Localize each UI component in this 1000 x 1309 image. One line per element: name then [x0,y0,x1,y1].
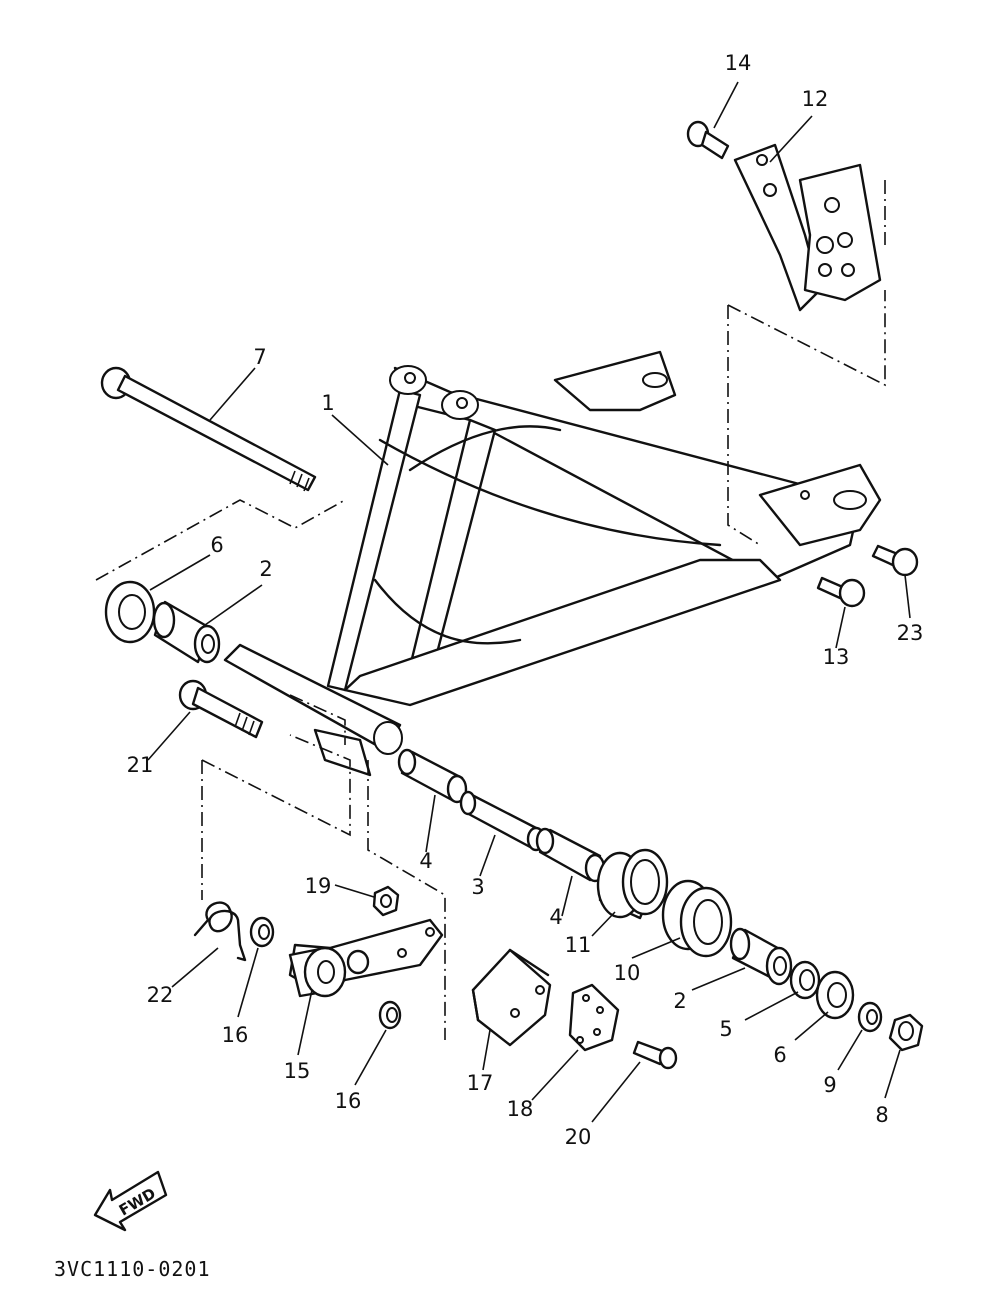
callout-18: 18 [507,1097,534,1121]
callout-13: 13 [823,645,850,669]
callout-5: 5 [719,1017,732,1041]
spacer-4-lower [535,827,606,883]
callout-23: 23 [897,621,924,645]
washer-5 [789,960,821,1000]
nut-8 [888,1013,924,1052]
plate-18 [568,983,620,1052]
callout-19: 19 [305,874,332,898]
callout-17: 17 [467,1071,494,1095]
bearing-6-right [815,970,855,1020]
spacer-4-upper [397,748,468,804]
callout-8: 8 [875,1103,888,1127]
bolt-14 [686,120,730,160]
bearing-6-left [104,580,156,644]
callout-labels: 14 12 7 1 6 2 23 13 21 4 3 4 19 11 10 22… [127,51,924,1149]
callout-15: 15 [284,1059,311,1083]
callout-16-left: 16 [222,1023,249,1047]
callout-3: 3 [471,875,484,899]
callout-11: 11 [565,933,592,957]
collar-16-left [249,916,275,948]
callout-2-right: 2 [673,989,686,1013]
callout-6-right: 6 [773,1043,786,1067]
pivot-shaft-7 [100,366,317,492]
callout-16-right: 16 [335,1089,362,1113]
bracket-12 [733,143,882,312]
collar-2-right [729,927,793,986]
bearing-10 [661,879,733,958]
nut-19 [372,885,400,917]
callout-20: 20 [565,1125,592,1149]
callout-4-upper: 4 [419,849,432,873]
callout-12: 12 [802,87,829,111]
callout-14: 14 [725,51,752,75]
callout-10: 10 [614,961,641,985]
block-17 [471,948,552,1047]
spacer-3 [459,790,546,852]
callout-7: 7 [253,345,266,369]
callout-22: 22 [147,983,174,1007]
callout-2-left: 2 [259,557,272,581]
collar-2-left [152,600,221,664]
leader-lines [147,81,911,1123]
washer-9 [857,1001,883,1033]
callout-9: 9 [823,1073,836,1097]
swingarm-frame [223,350,882,777]
arm-15 [288,918,444,998]
callout-4-lower: 4 [549,905,562,929]
spring-22 [193,901,247,962]
screw-20 [632,1040,678,1070]
bolt-23 [871,544,919,577]
bolt-21 [178,679,264,739]
seal-11 [596,848,669,920]
callout-21: 21 [127,753,154,777]
collar-16-right [378,1000,402,1030]
bolt-13 [816,576,866,608]
callout-6-left: 6 [210,533,223,557]
reference-code: 3VC1110-0201 [54,1257,211,1281]
callout-1: 1 [321,391,334,415]
fwd-arrow: FWD [93,1170,168,1232]
